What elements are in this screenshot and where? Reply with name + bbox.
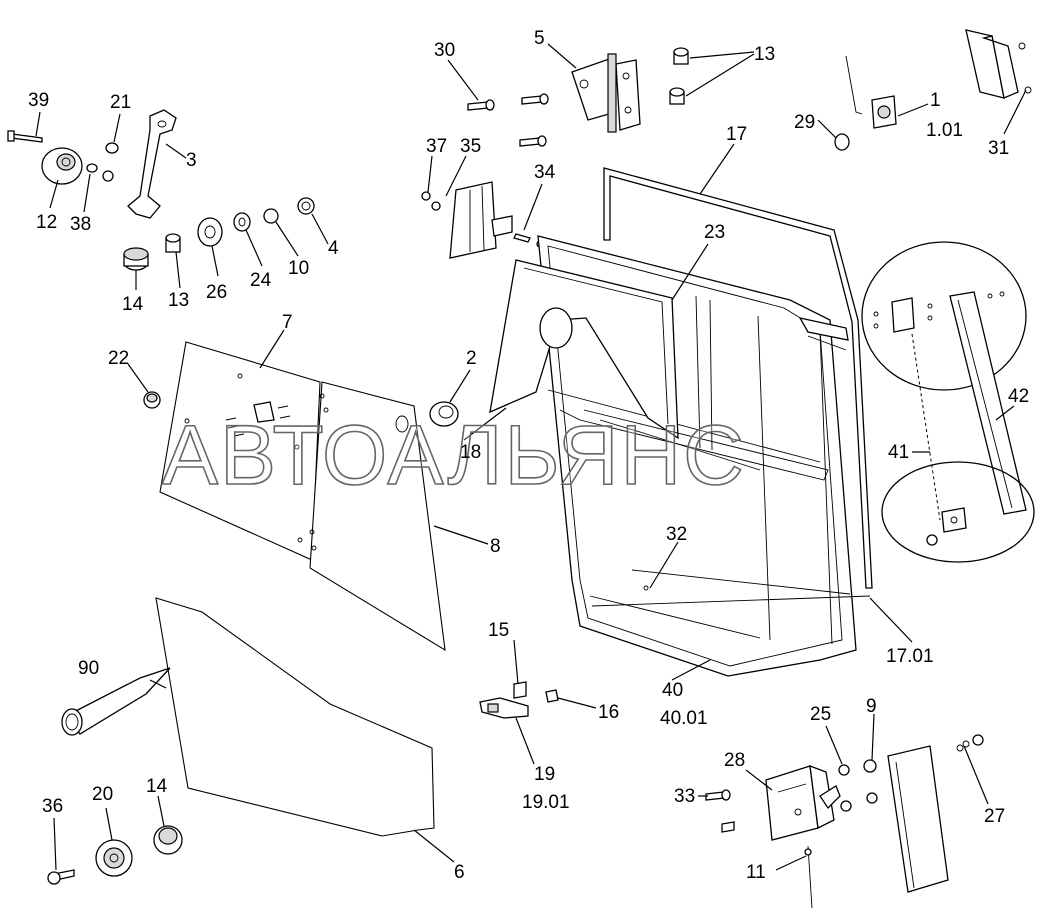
striker-19 xyxy=(479,697,529,719)
callout-31: 31 xyxy=(988,138,1009,159)
callout-90: 90 xyxy=(78,658,99,679)
callout-2: 2 xyxy=(466,348,477,369)
bolt-36 xyxy=(47,869,75,885)
callout-13-right: 13 xyxy=(754,44,775,65)
callout-12: 12 xyxy=(36,212,57,233)
clip-29 xyxy=(834,133,850,151)
cover-27 xyxy=(887,734,984,893)
bracket-31 xyxy=(965,29,1032,99)
callout-20: 20 xyxy=(92,784,113,805)
callout-32: 32 xyxy=(666,524,687,545)
callout-40: 40 xyxy=(662,680,683,701)
callout-1-01: 1.01 xyxy=(926,120,963,141)
callout-14-top: 14 xyxy=(122,294,144,315)
glass-8 xyxy=(309,381,446,652)
callout-17-01: 17.01 xyxy=(886,646,934,667)
callout-40-01: 40.01 xyxy=(660,708,708,729)
callout-9: 9 xyxy=(866,696,877,717)
washer-25 xyxy=(838,764,852,812)
lock-bar-right xyxy=(798,317,849,351)
callout-36: 36 xyxy=(42,796,63,817)
bushing-14-top xyxy=(123,247,149,271)
callout-14-bottom: 14 xyxy=(146,776,168,797)
callout-28: 28 xyxy=(724,750,745,771)
callout-26: 26 xyxy=(206,282,227,303)
callout-8: 8 xyxy=(490,536,501,557)
washer-26 xyxy=(197,217,223,247)
cap-4 xyxy=(297,197,315,215)
lock-1 xyxy=(871,95,897,129)
cap-22 xyxy=(143,391,161,409)
hinge-5 xyxy=(571,53,641,133)
callout-17: 17 xyxy=(726,124,747,145)
cover-42 xyxy=(949,291,1027,515)
leader-lines xyxy=(35,43,1027,871)
nut-21 xyxy=(102,142,119,182)
bracket-35 xyxy=(449,181,513,259)
callout-41: 41 xyxy=(888,442,909,463)
callout-25: 25 xyxy=(810,704,831,725)
seal-17-01 xyxy=(591,595,871,607)
callout-15: 15 xyxy=(488,620,509,641)
rod-11 xyxy=(804,845,813,909)
callout-37: 37 xyxy=(426,136,447,157)
seal-17 xyxy=(603,167,873,589)
bolt-33 xyxy=(705,789,735,833)
callout-30: 30 xyxy=(434,40,455,61)
nut-10 xyxy=(263,208,279,224)
spacer-16 xyxy=(545,689,559,703)
callout-18: 18 xyxy=(460,442,481,463)
glass-6 xyxy=(155,597,435,837)
callout-27: 27 xyxy=(984,806,1005,827)
washer-38 xyxy=(86,163,98,173)
callout-42: 42 xyxy=(1008,386,1029,407)
callout-19-01: 19.01 xyxy=(522,792,570,813)
bolt-30 xyxy=(467,93,549,147)
callout-16: 16 xyxy=(598,702,619,723)
callout-35: 35 xyxy=(460,136,481,157)
grommet-2 xyxy=(429,401,459,427)
rod-1 xyxy=(845,55,863,115)
nuts-37 xyxy=(421,191,441,211)
callout-23: 23 xyxy=(704,222,725,243)
bracket-12 xyxy=(41,147,83,185)
callout-6: 6 xyxy=(454,862,465,883)
bolt-39 xyxy=(7,130,43,143)
nut-9 xyxy=(863,759,878,804)
callout-34: 34 xyxy=(534,162,556,183)
bushing-14-bottom xyxy=(153,825,183,855)
callout-39: 39 xyxy=(28,90,49,111)
callout-19: 19 xyxy=(534,764,555,785)
bushing-13 xyxy=(165,233,181,253)
callout-22: 22 xyxy=(108,348,129,369)
detail-circle-upper xyxy=(861,241,1027,391)
callout-1: 1 xyxy=(930,90,941,111)
callout-4: 4 xyxy=(328,238,339,259)
callout-labels: 39 21 3 12 38 14 13 26 24 10 4 22 7 2 18… xyxy=(28,28,1029,883)
callout-5: 5 xyxy=(534,28,545,49)
washer-24 xyxy=(233,212,251,232)
callout-7: 7 xyxy=(282,312,293,333)
callout-29: 29 xyxy=(794,112,815,133)
lock-body-28 xyxy=(765,765,841,841)
callout-38: 38 xyxy=(70,214,91,235)
detail-circle-lower xyxy=(881,461,1035,563)
glass-frame-18 xyxy=(489,259,829,481)
callout-21: 21 xyxy=(110,92,131,113)
callout-11: 11 xyxy=(746,862,766,883)
plate-15 xyxy=(513,681,527,699)
bushing-13-top xyxy=(669,47,689,105)
callout-10: 10 xyxy=(288,258,309,279)
callout-24: 24 xyxy=(250,270,272,291)
latch-rod-41 xyxy=(911,333,941,521)
lever-3 xyxy=(127,109,177,219)
callout-33: 33 xyxy=(674,786,695,807)
callout-3: 3 xyxy=(186,150,197,171)
roller-20 xyxy=(95,839,133,877)
watermark-text: АВТОАЛЬЯНС xyxy=(162,408,746,502)
callout-13-left: 13 xyxy=(168,290,189,311)
suction-tool-90 xyxy=(61,667,171,736)
